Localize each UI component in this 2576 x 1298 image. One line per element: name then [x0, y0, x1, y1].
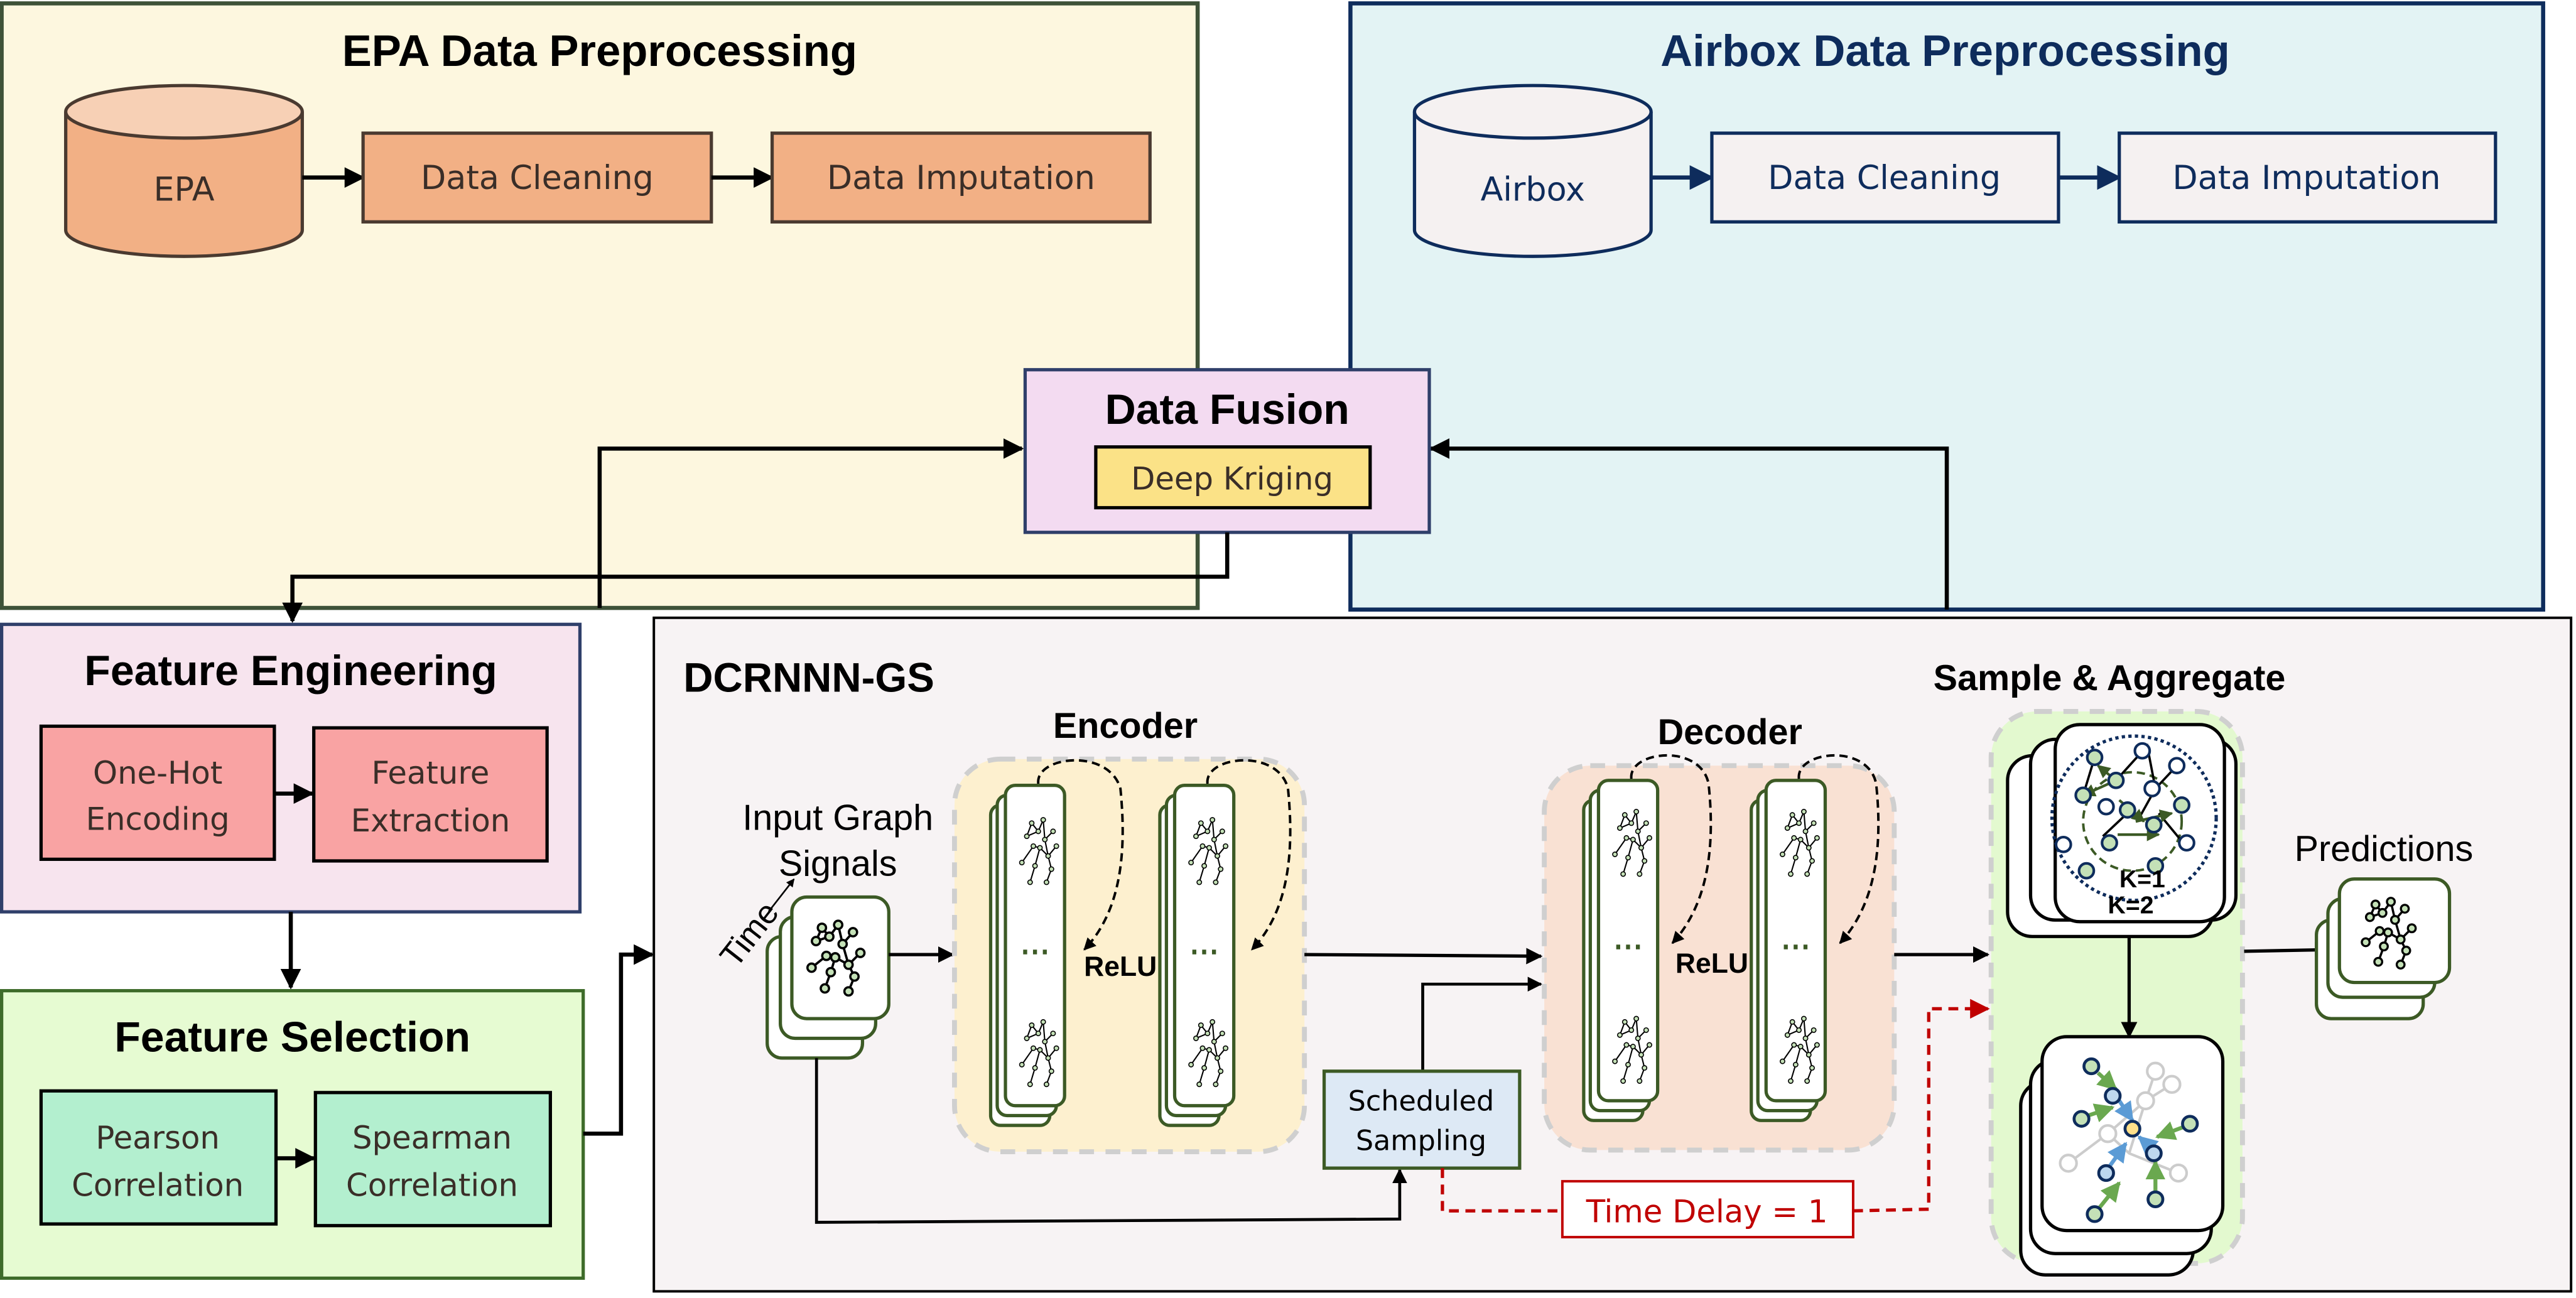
- time-delay-feedback-line-2: [1853, 998, 1990, 1213]
- relu-label: ReLU: [1675, 948, 1748, 979]
- epa-step-data-cleaning: Data Cleaning: [361, 131, 713, 224]
- scheduled-to-decoder-arrow: [1421, 976, 1543, 1071]
- airbox-source-label: Airbox: [1481, 170, 1585, 208]
- deep-kriging-box: Deep Kriging: [1094, 445, 1372, 510]
- sample-aggregate-block: Sample & Aggregate: [1934, 658, 2286, 1277]
- feature-extraction-box: Feature Extraction: [312, 726, 549, 863]
- deep-kriging-label: Deep Kriging: [1131, 461, 1333, 497]
- model-title: DCRNNN-GS: [683, 655, 934, 701]
- encoder-title: Encoder: [1053, 706, 1198, 746]
- step-label-line2: Encoding: [86, 801, 230, 837]
- time-delay-box: Time Delay = 1: [1561, 1180, 1854, 1239]
- input-label-line1: Input Graph: [742, 798, 933, 838]
- k1-label: K=1: [2119, 865, 2165, 893]
- fs-to-model-arrow: [583, 944, 654, 1136]
- feature-engineering-title: Feature Engineering: [84, 647, 497, 695]
- step-label-line2: Extraction: [351, 803, 511, 839]
- time-delay-feedback-line: [1441, 1168, 1562, 1213]
- encoder-layer-1: ⋯: [988, 759, 1124, 1127]
- encoder-block: Encoder ⋯ ReLU ⋯: [952, 706, 1307, 1154]
- epa-source-label: EPA: [153, 170, 214, 208]
- step-label-line2: Correlation: [72, 1167, 244, 1204]
- decoder-block: Decoder ⋯ ReLU ⋯: [1542, 712, 1897, 1153]
- one-hot-encoding-box: One-Hot Encoding: [39, 724, 276, 861]
- airbox-step-label: Data Imputation: [2172, 159, 2440, 197]
- time-delay-label: Time Delay = 1: [1586, 1194, 1828, 1230]
- input-graph-signals: Input Graph Signals Time: [713, 798, 933, 1060]
- airbox-step-data-imputation: Data Imputation: [2118, 131, 2498, 224]
- ellipsis: ⋯: [1189, 934, 1219, 968]
- relu-label: ReLU: [1084, 951, 1157, 982]
- step-label-line1: Feature: [372, 755, 490, 791]
- data-fusion-panel: Data Fusion Deep Kriging: [1023, 368, 1431, 534]
- scheduled-sampling-box: Scheduled Sampling: [1322, 1069, 1522, 1170]
- scheduled-label-line1: Scheduled: [1348, 1086, 1495, 1118]
- feature-engineering-panel: Feature Engineering One-Hot Encoding Fea…: [0, 622, 582, 914]
- encoder-to-decoder-arrow: [1304, 948, 1543, 965]
- airbox-step-label: Data Cleaning: [1768, 159, 2001, 197]
- decoder-title: Decoder: [1658, 712, 1802, 752]
- predictions-label: Predictions: [2295, 829, 2474, 869]
- feature-selection-title: Feature Selection: [114, 1013, 470, 1061]
- step-label-line1: Spearman: [352, 1120, 512, 1156]
- spearman-correlation-box: Spearman Correlation: [313, 1091, 552, 1228]
- fusion-to-feature-engineering-arrow: [282, 532, 1230, 624]
- aggregation-card: [2019, 1035, 2225, 1277]
- predictions-output: Predictions: [2295, 829, 2474, 1020]
- epa-to-fusion-arrow: [597, 438, 1024, 608]
- epa-database-cylinder: EPA: [64, 84, 304, 258]
- step-label-line2: Correlation: [346, 1167, 518, 1204]
- airbox-step-data-cleaning: Data Cleaning: [1710, 131, 2060, 224]
- pearson-correlation-box: Pearson Correlation: [39, 1089, 278, 1226]
- ellipsis: ⋯: [1781, 929, 1810, 963]
- ellipsis: ⋯: [1020, 934, 1050, 968]
- encoder-layer-2: ⋯: [1158, 759, 1292, 1127]
- k2-label: K=2: [2108, 892, 2154, 919]
- decoder-layer-2: ⋯: [1750, 754, 1880, 1122]
- epa-step-label: Data Imputation: [827, 159, 1095, 197]
- airbox-database-cylinder: Airbox: [1412, 84, 1653, 258]
- input-label-line2: Signals: [779, 844, 897, 884]
- decoder-layer-1: ⋯: [1582, 754, 1713, 1122]
- ellipsis: ⋯: [1613, 929, 1643, 963]
- sample-aggregate-title: Sample & Aggregate: [1934, 658, 2286, 698]
- feature-selection-panel: Feature Selection Pearson Correlation Sp…: [0, 989, 585, 1280]
- step-label-line1: One-Hot: [93, 755, 222, 791]
- airbox-to-fusion-arrow: [1429, 438, 1949, 610]
- step-label-line1: Pearson: [95, 1120, 219, 1156]
- airbox-preprocessing-panel: Airbox Data Preprocessing Airbox Data Cl…: [1348, 1, 2545, 612]
- dcrnnn-gs-panel: DCRNNN-GS Input Graph Signals Time Encod…: [652, 616, 2573, 1293]
- airbox-panel-title: Airbox Data Preprocessing: [1660, 26, 2230, 75]
- input-to-scheduled-arrow: [814, 1057, 1407, 1224]
- scheduled-label-line2: Sampling: [1356, 1125, 1486, 1157]
- epa-step-data-imputation: Data Imputation: [770, 131, 1152, 224]
- data-fusion-title: Data Fusion: [1105, 386, 1350, 433]
- epa-step-label: Data Cleaning: [421, 159, 654, 197]
- epa-panel-title: EPA Data Preprocessing: [342, 26, 857, 75]
- neighborhood-sampling-card: K=1 K=2: [2006, 723, 2238, 938]
